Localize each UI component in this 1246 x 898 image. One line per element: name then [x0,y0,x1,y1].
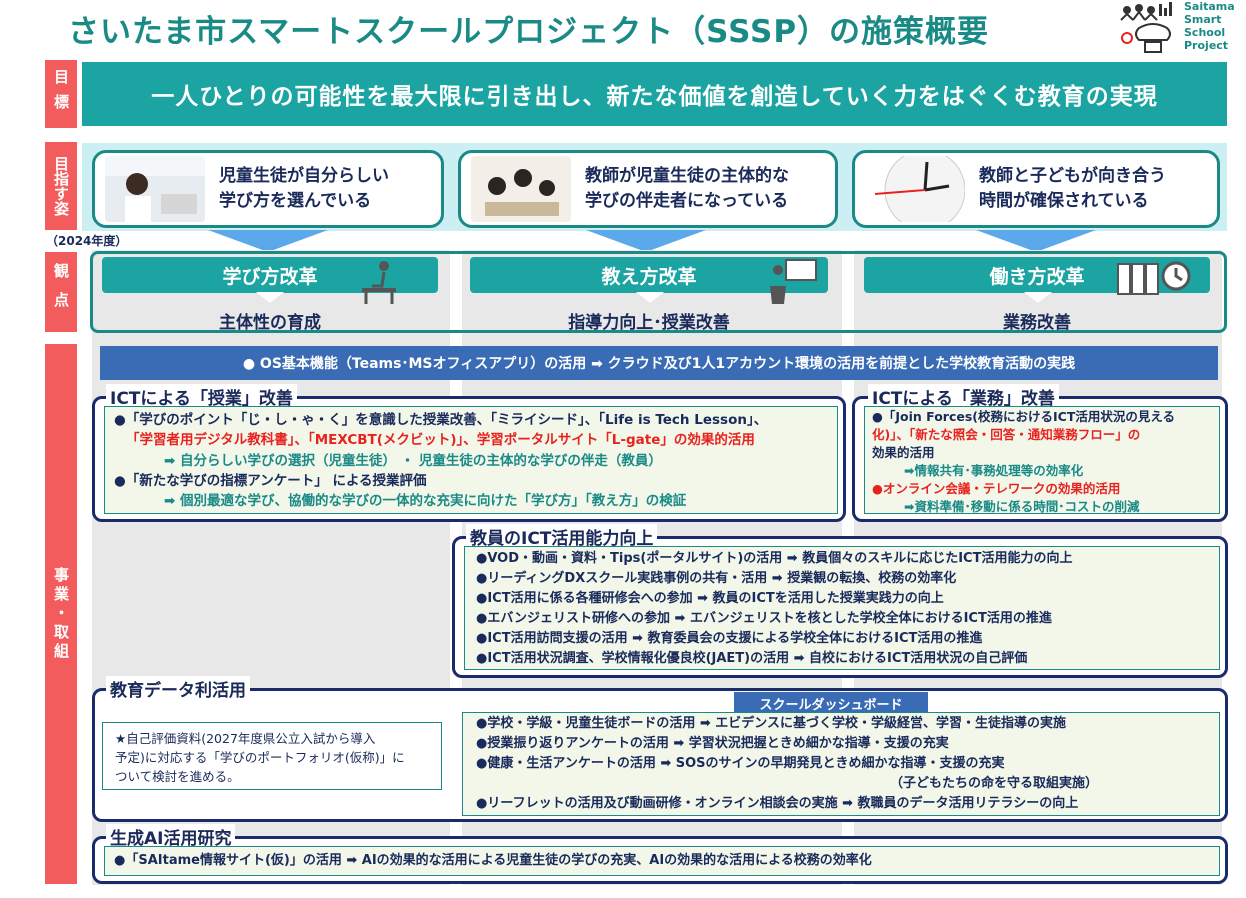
vision-card-2: 教師が児童生徒の主体的な学びの伴走者になっている [458,150,838,228]
work-improvement-title: ICTによる「業務」改善 [868,384,1059,409]
year-label: （2024年度） [46,234,128,248]
pillar-teaching-sub: 指導力向上･授業改善 [568,313,730,333]
school-dashboard-label: スクールダッシュボード [734,692,928,714]
generative-ai-title: 生成AI活用研究 [106,824,236,849]
vision-arrow-1 [208,230,328,252]
logo-text: Saitama Smart School Project [1184,0,1235,52]
viewpoint-frame [90,251,1227,333]
files-clock-icon [1117,261,1191,295]
teacher-ict-title: 教員のICT活用能力向上 [466,524,658,549]
tab-viewpoint: 観点 [45,252,77,332]
vision-arrow-2 [586,230,706,252]
teacher-students-photo-icon [471,156,571,222]
teacher-podium-icon [770,259,817,304]
student-photo-icon [105,156,205,222]
page-title: さいたま市スマートスクールプロジェクト（SSSP）の施策概要 [68,14,990,50]
tab-goal: 目標 [45,60,77,128]
vision-card-1: 児童生徒が自分らしい学び方を選んでいる [92,150,444,228]
vision-card-3: 教師と子どもが向き合う時間が確保されている [852,150,1220,228]
vision-arrow-3 [976,230,1096,252]
clock-photo-icon [865,156,965,222]
os-banner: ● OS基本機能（Teams･MSオフィスアプリ）の活用 ➡ クラウド及び1人1… [100,346,1218,380]
pillar-learning-sub: 主体性の育成 [219,313,321,333]
class-improvement-title: ICTによる「授業」改善 [106,384,297,409]
portfolio-note: ★自己評価資料(2027年度県公立入試から導入 予定)に対応する「学びのポートフ… [102,722,442,790]
student-desk-icon [362,261,396,304]
goal-banner: 一人ひとりの可能性を最大限に引き出し、新たな価値を創造していく力をはぐくむ教育の… [82,62,1227,126]
pillar-working-sub: 業務改善 [1003,313,1071,333]
tab-measures: 事業・取組 [45,344,77,884]
sssp-logo-icon [1120,2,1172,53]
pillar-teaching-head: 教え方改革 [470,257,828,293]
tab-vision: 目指す姿 [45,142,77,230]
education-data-title: 教育データ利活用 [106,676,250,701]
